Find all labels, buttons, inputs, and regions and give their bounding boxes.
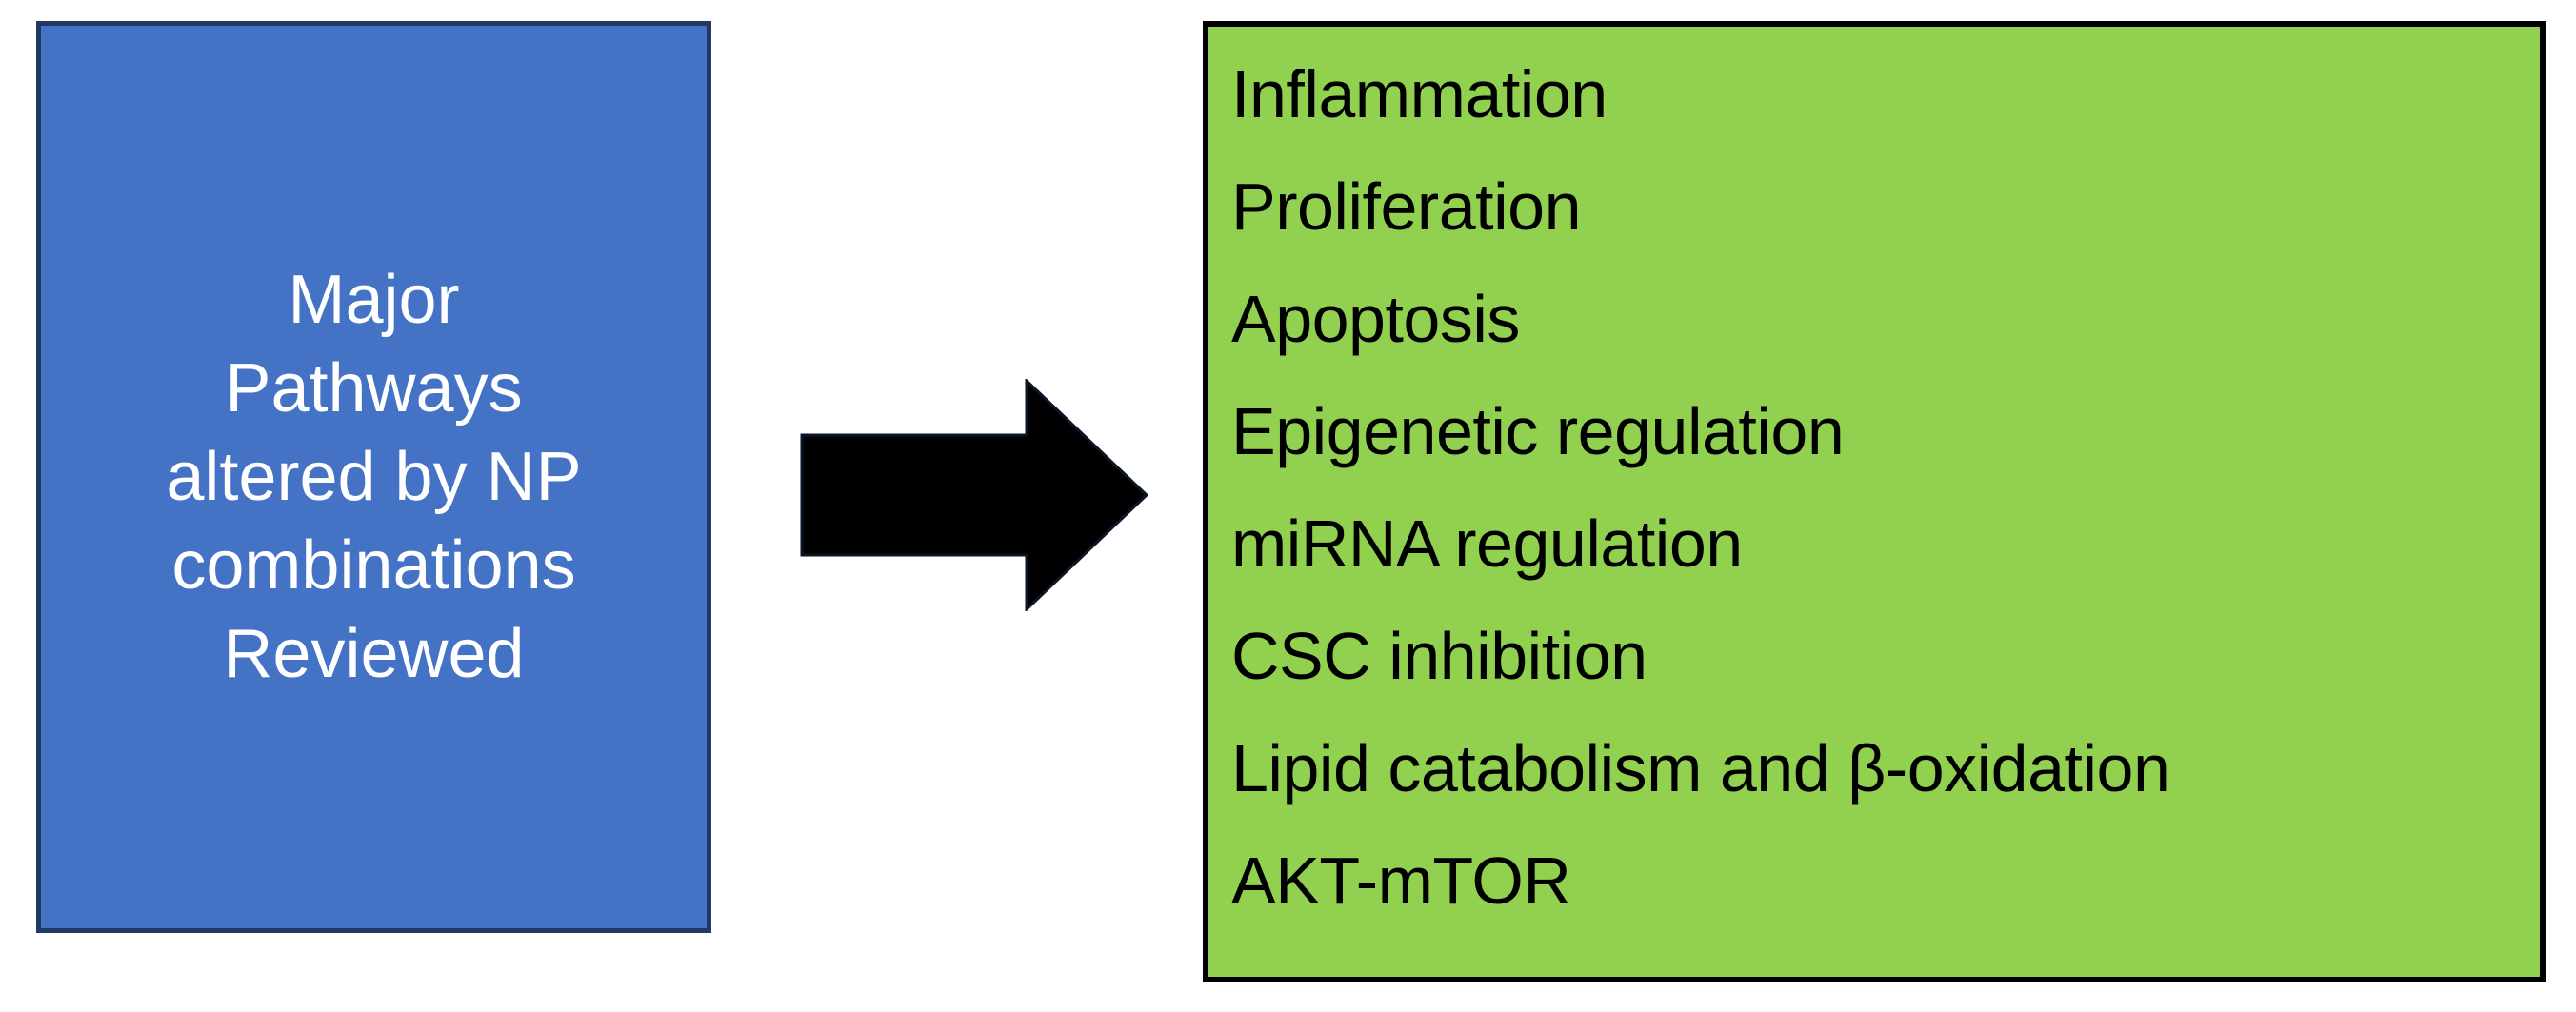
list-item: Inflammation [1231, 57, 1608, 131]
list-item: miRNA regulation [1231, 506, 1743, 581]
list-item: Apoptosis [1231, 282, 1520, 356]
pathway-list: Inflammation Proliferation Apoptosis Epi… [1231, 38, 2540, 937]
list-item: Proliferation [1231, 169, 1582, 244]
right-block-arrow-icon [800, 379, 1148, 611]
flow-arrow [800, 379, 1148, 611]
target-box: Inflammation Proliferation Apoptosis Epi… [1203, 21, 2546, 982]
source-box: Major Pathways altered by NP combination… [36, 21, 711, 933]
list-item: CSC inhibition [1231, 619, 1647, 693]
list-item: Epigenetic regulation [1231, 394, 1845, 468]
list-item: AKT-mTOR [1231, 843, 1571, 918]
source-box-label: Major Pathways altered by NP combination… [166, 261, 582, 692]
list-item: Lipid catabolism and β-oxidation [1231, 731, 2170, 805]
